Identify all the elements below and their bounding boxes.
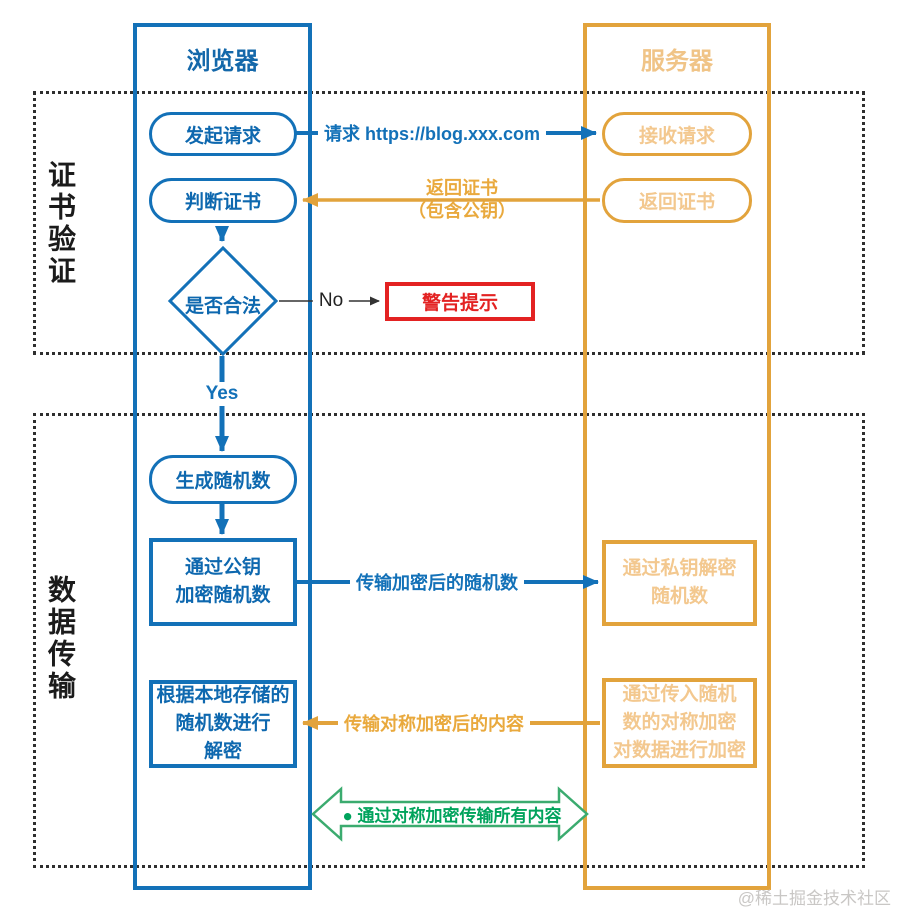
label-no: No [312, 289, 350, 313]
node-receive-request: 接收请求 [602, 112, 752, 156]
watermark: @稀土掘金技术社区 [737, 889, 891, 908]
server-lane: 服务器 [583, 23, 771, 890]
node-encrypt-random-with-public-key: 通过公钥 加密随机数 [149, 538, 297, 626]
node-warning-alert: 警告提示 [385, 282, 535, 321]
label-transfer-symmetric-content: 传输对称加密后的内容 [338, 709, 530, 737]
node-decrypt-with-local-random: 根据本地存储的 随机数进行 解密 [149, 680, 297, 768]
browser-lane-title: 浏览器 [186, 48, 259, 75]
label-symmetric-all-content: ● 通过对称加密传输所有内容 [342, 806, 562, 826]
data-transmission-box [33, 413, 865, 868]
label-request-url: 请求 https://blog.xxx.com [317, 119, 547, 147]
certificate-verification-box [33, 91, 865, 355]
node-send-request: 发起请求 [149, 112, 297, 156]
phase-label-certificate-verification: 证书验证 [45, 160, 76, 288]
label-return-cert: 返回证书 （包含公钥） [408, 178, 516, 221]
node-encrypt-data-symmetric: 通过传入随机 数的对称加密 对数据进行加密 [602, 678, 757, 768]
label-yes: Yes [199, 382, 245, 406]
node-generate-random: 生成随机数 [149, 455, 297, 504]
server-lane-title: 服务器 [641, 48, 713, 75]
node-return-cert: 返回证书 [602, 178, 752, 223]
phase-label-data-transmission: 数据传输 [45, 575, 76, 703]
decision-label-is-valid: 是否合法 [184, 296, 261, 317]
label-transfer-encrypted-random: 传输加密后的随机数 [350, 568, 524, 596]
browser-lane: 浏览器 [133, 23, 312, 890]
node-judge-cert: 判断证书 [149, 178, 297, 223]
node-decrypt-random-with-private-key: 通过私钥解密 随机数 [602, 540, 757, 626]
